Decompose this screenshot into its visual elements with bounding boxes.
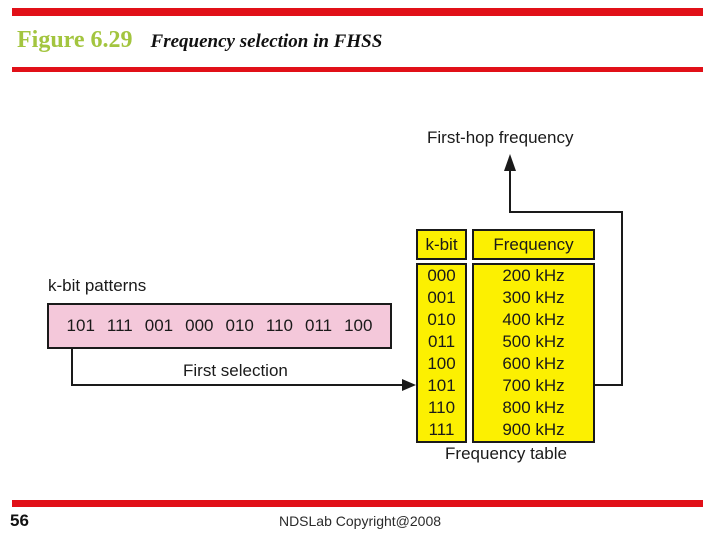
pattern-value: 011 — [304, 316, 333, 335]
frequency-table-label: Frequency table — [445, 444, 567, 463]
kbit-value: 101 — [427, 376, 456, 395]
frequency-value: 500 kHz — [502, 332, 565, 351]
table-header-kbit: k-bit — [416, 229, 467, 260]
first-hop-frequency-label: First-hop frequency — [427, 128, 574, 147]
right-arrowhead — [402, 379, 416, 391]
kbit-value: 110 — [427, 398, 456, 417]
pattern-value: 000 — [185, 316, 214, 335]
top-red-bar — [12, 8, 703, 16]
kbit-value: 010 — [427, 310, 456, 329]
pattern-value: 010 — [225, 316, 254, 335]
pattern-value: 101 — [66, 316, 95, 335]
kbit-patterns-label: k-bit patterns — [48, 276, 147, 295]
pattern-value: 111 — [106, 316, 133, 335]
frequency-value: 600 kHz — [502, 354, 565, 373]
page-number: 56 — [10, 511, 29, 530]
slide-title: Figure 6.29 Frequency selection in FHSS — [17, 27, 382, 54]
kbit-value: 001 — [427, 288, 456, 307]
kbit-value: 000 — [427, 266, 456, 285]
frequency-value: 400 kHz — [502, 310, 565, 329]
figure-number: Figure 6.29 — [17, 27, 133, 53]
pattern-value: 110 — [265, 316, 293, 335]
kbit-value: 011 — [427, 332, 456, 351]
figure-caption: Frequency selection in FHSS — [150, 31, 383, 52]
frequency-value: 700 kHz — [502, 376, 565, 395]
frequency-value: 800 kHz — [502, 398, 565, 417]
kbit-value: 111 — [428, 420, 455, 439]
first-selection-label: First selection — [183, 361, 288, 380]
kbit-patterns-box: 101 111 001 000 010 110 011 100 — [47, 303, 392, 349]
frequency-column: 200 kHz 300 kHz 400 kHz 500 kHz 600 kHz … — [472, 263, 595, 443]
kbit-column: 000 001 010 011 100 101 110 111 — [416, 263, 467, 443]
bottom-red-bar — [12, 500, 703, 507]
frequency-value: 300 kHz — [502, 288, 565, 307]
title-underline-bar — [12, 67, 703, 72]
up-arrowhead — [504, 154, 516, 171]
pattern-value: 100 — [344, 316, 373, 335]
kbit-value: 100 — [427, 354, 456, 373]
table-header-frequency: Frequency — [472, 229, 595, 260]
pattern-value: 001 — [144, 316, 174, 335]
copyright-text: NDSLab Copyright@2008 — [278, 513, 442, 529]
frequency-value: 900 kHz — [502, 420, 565, 439]
frequency-value: 200 kHz — [502, 266, 565, 285]
